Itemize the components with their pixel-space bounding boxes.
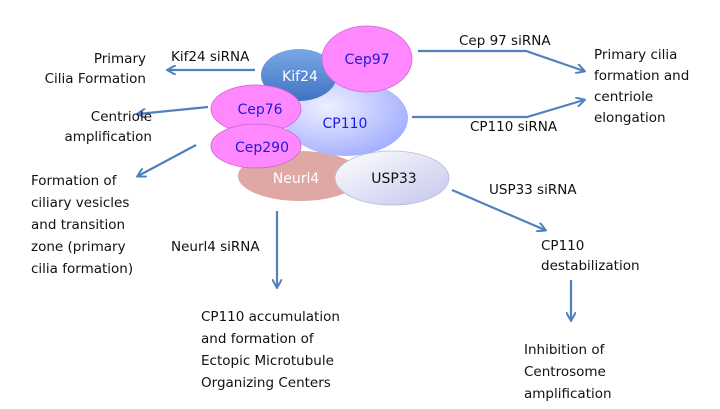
outcome-ciliary-vesicles: Formation of ciliary vesicles and transi… (31, 173, 134, 277)
cp110-ellipse (284, 80, 408, 156)
cep97-ellipse (321, 25, 413, 93)
cep290-label: Cep290 (235, 140, 289, 156)
usp33-ellipse (334, 150, 450, 206)
kif24-ellipse (261, 49, 337, 101)
cep76-label: Cep76 (237, 102, 282, 118)
kif24-label: Kif24 (282, 69, 318, 85)
arrows (138, 49, 584, 320)
protein-complex: Cep97 Kif24 Cep76 CP110 Cep290 Neurl4 US… (210, 25, 450, 206)
outcome-primary-cilia-formation: Primary Cilia Formation (44, 51, 146, 87)
kif24-sirna-label: Kif24 siRNA (171, 49, 250, 65)
arrow-cep76-to-centriole-amplification (138, 105, 209, 114)
usp33-sirna-label: USP33 siRNA (489, 182, 577, 198)
outcome-cp110-destabilization: CP110 destabilization (541, 238, 640, 274)
cp110-label: CP110 (323, 116, 368, 132)
arrow-cep97-to-elongation (418, 49, 584, 71)
arrow-cp110-to-elongation (412, 100, 584, 119)
outcome-primary-cilia-elongation: Primary cilia formation and centriole el… (594, 47, 690, 126)
arrow-cep290-to-ciliary-vesicles (138, 144, 197, 176)
cep97-label: Cep97 (344, 52, 389, 68)
usp33-label: USP33 (371, 171, 416, 187)
outcome-centriole-amplification: Centriole amplification (64, 109, 152, 145)
cep290-ellipse (210, 123, 302, 169)
cep97-sirna-label: Cep 97 siRNA (459, 33, 551, 49)
neurl4-label: Neurl4 (273, 171, 320, 187)
outcome-cp110-accumulation: CP110 accumulation and formation of Ecto… (201, 309, 340, 391)
outcome-inhibition-centrosome: Inhibition of Centrosome amplification (524, 342, 612, 402)
arrow-usp33-to-destabilization (451, 188, 545, 230)
cp110-sirna-label: CP110 siRNA (470, 119, 558, 135)
neurl4-sirna-label: Neurl4 siRNA (171, 239, 260, 255)
